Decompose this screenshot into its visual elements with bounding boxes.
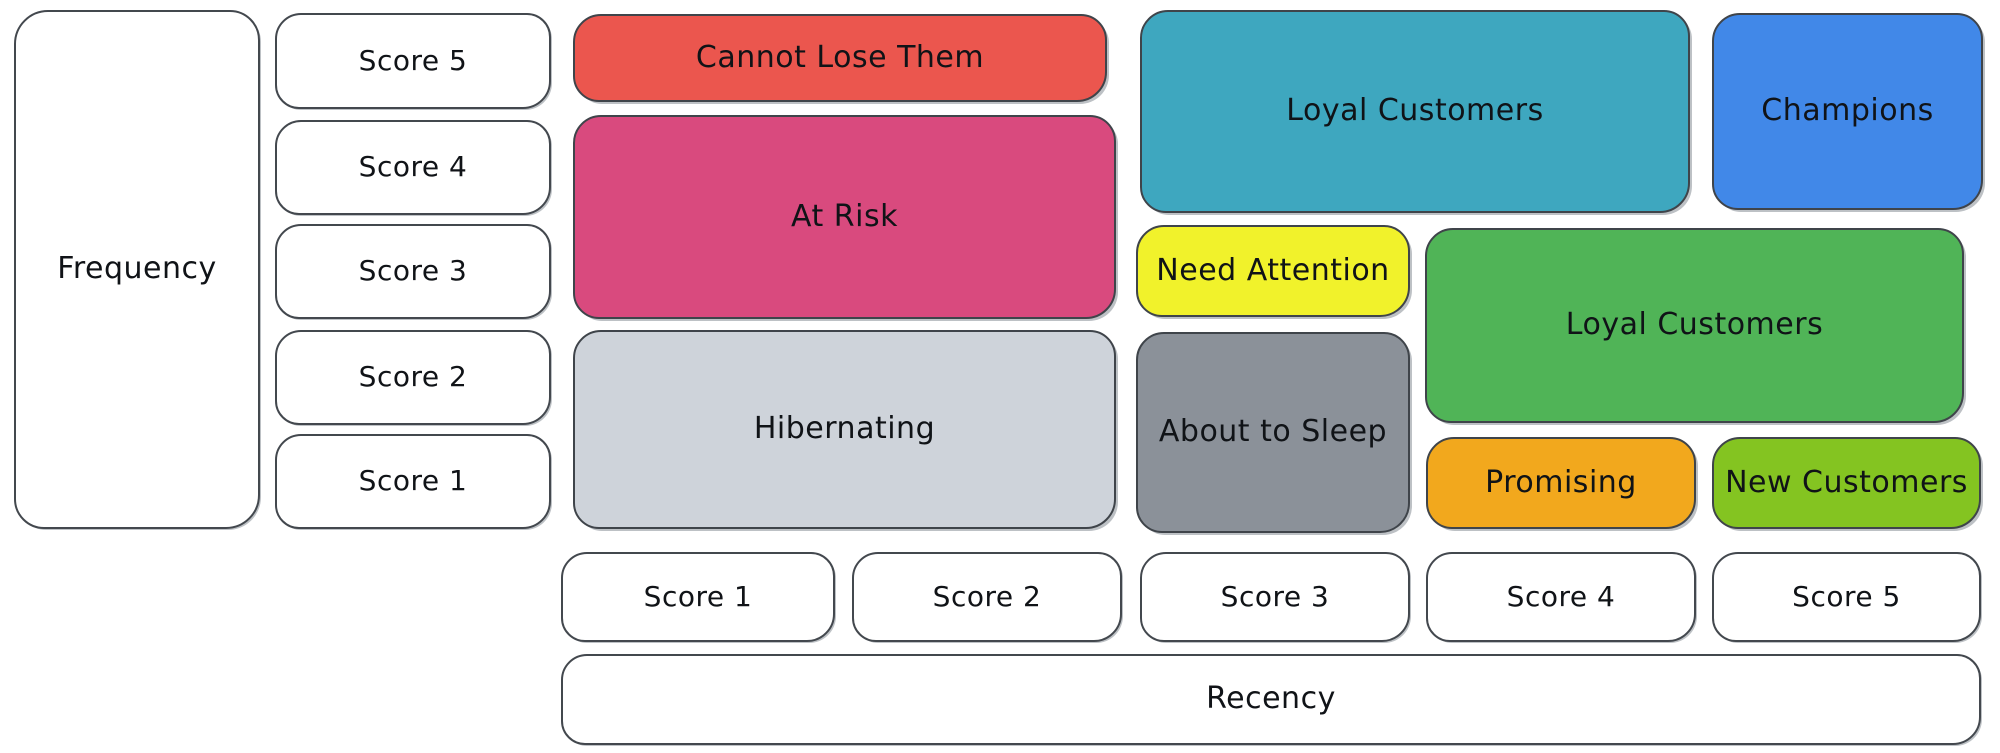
frequency-axis-box: Frequency xyxy=(14,10,260,529)
segment-loyal-customers-mid: Loyal Customers xyxy=(1425,228,1964,423)
segment-new-customers-label: New Customers xyxy=(1725,464,1968,500)
recency-score-3-box: Score 3 xyxy=(1140,552,1410,642)
segment-at-risk-label: At Risk xyxy=(791,198,898,234)
segment-hibernating-label: Hibernating xyxy=(753,411,936,447)
segment-hibernating: Hibernating xyxy=(573,330,1116,529)
segment-loyal-customers-top-label: Loyal Customers xyxy=(1286,93,1544,129)
segment-champions: Champions xyxy=(1712,13,1983,210)
frequency-score-5-label: Score 5 xyxy=(358,43,468,77)
frequency-score-2-label: Score 2 xyxy=(358,360,468,394)
frequency-score-1-label: Score 1 xyxy=(358,464,468,498)
recency-axis-box: Recency xyxy=(561,654,1981,745)
recency-score-4-label: Score 4 xyxy=(1506,579,1616,613)
segment-champions-label: Champions xyxy=(1761,93,1934,129)
recency-score-5-label: Score 5 xyxy=(1792,579,1901,613)
frequency-axis-label: Frequency xyxy=(57,251,217,287)
recency-score-2-label: Score 2 xyxy=(932,579,1042,613)
segment-need-attention-label: Need Attention xyxy=(1156,252,1390,288)
segment-promising: Promising xyxy=(1426,437,1696,529)
recency-score-2-box: Score 2 xyxy=(852,552,1122,642)
segment-about-to-sleep-label: About to Sleep xyxy=(1158,414,1388,450)
recency-score-3-label: Score 3 xyxy=(1220,579,1330,613)
segment-cannot-lose-them: Cannot Lose Them xyxy=(573,14,1107,102)
frequency-score-2-box: Score 2 xyxy=(275,330,551,425)
segment-about-to-sleep: About to Sleep xyxy=(1136,332,1410,533)
recency-score-1-label: Score 1 xyxy=(643,579,753,613)
segment-loyal-customers-top: Loyal Customers xyxy=(1140,10,1690,213)
segment-at-risk: At Risk xyxy=(573,115,1116,319)
frequency-score-5-box: Score 5 xyxy=(275,13,551,109)
recency-score-4-box: Score 4 xyxy=(1426,552,1696,642)
frequency-score-4-box: Score 4 xyxy=(275,120,551,215)
segment-promising-label: Promising xyxy=(1485,464,1637,500)
frequency-score-4-label: Score 4 xyxy=(358,150,468,184)
frequency-score-3-box: Score 3 xyxy=(275,224,551,319)
segment-loyal-customers-mid-label: Loyal Customers xyxy=(1565,307,1824,343)
recency-score-5-box: Score 5 xyxy=(1712,552,1981,642)
segment-cannot-lose-them-label: Cannot Lose Them xyxy=(695,39,985,75)
segment-need-attention: Need Attention xyxy=(1136,225,1410,317)
recency-score-1-box: Score 1 xyxy=(561,552,835,642)
frequency-score-1-box: Score 1 xyxy=(275,434,551,529)
segment-new-customers: New Customers xyxy=(1712,437,1981,529)
frequency-score-3-label: Score 3 xyxy=(358,254,468,288)
recency-axis-label: Recency xyxy=(1206,681,1336,717)
